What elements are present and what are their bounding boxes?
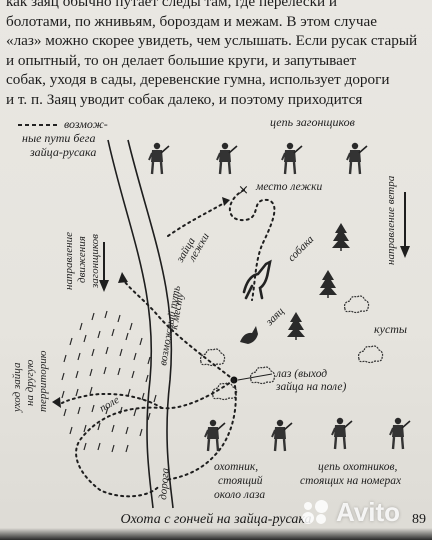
exit-label: уход зайца xyxy=(11,362,23,413)
hare-label: заяц xyxy=(263,305,287,329)
arrow-down-icon xyxy=(400,246,410,258)
legend-text: возмож- xyxy=(64,117,108,131)
hunter-icon xyxy=(330,416,354,451)
beater-icon xyxy=(215,141,239,176)
laz-label: лаз (выход xyxy=(275,368,327,380)
text-line: «лаз» можно скорее увидеть, чем услышать… xyxy=(6,32,418,49)
laz-label: зайца на поле) xyxy=(275,380,346,393)
text-line: как заяц обычно путает следы там, где пе… xyxy=(6,0,338,10)
hunter-icon xyxy=(270,418,294,453)
hunters-chain-label: стоящих на номерах xyxy=(300,475,402,487)
hare-icon xyxy=(240,326,258,344)
beaters-direction-label: направление xyxy=(63,232,75,290)
tree-icon xyxy=(286,311,306,341)
dog-icon xyxy=(242,259,272,300)
hunters-chain-label: цепь охотников, xyxy=(318,461,398,473)
hare-path-circle xyxy=(228,189,276,301)
beaters-direction-label: загонщиков xyxy=(89,234,101,289)
tree-icon xyxy=(331,222,351,252)
beater-icon xyxy=(280,141,304,176)
beater-icon xyxy=(147,141,171,176)
arrow-left-icon xyxy=(52,397,61,408)
legend-text: ные пути бега xyxy=(22,131,95,145)
arrow-up-icon xyxy=(118,272,128,283)
text-line: собак, уходя в сады, деревенские гумна, … xyxy=(6,71,390,88)
text-line: болотами, по жнивьям, бороздам и межам. … xyxy=(6,12,377,30)
beater-icon xyxy=(345,141,369,176)
hunter-near-label: охотник, xyxy=(214,461,258,473)
avito-watermark: Avito xyxy=(300,497,400,528)
arrow-down-icon xyxy=(99,280,109,292)
text-line: и опытный, то он делает большие круги, и… xyxy=(6,51,357,69)
legend-text: зайца-русака xyxy=(29,145,96,159)
laz-leader-line xyxy=(237,373,273,381)
figure-caption: Охота с гончей на зайца-русака xyxy=(120,512,312,527)
road-label: дорога xyxy=(157,467,172,500)
tree-icon xyxy=(318,269,338,299)
field-label: поле xyxy=(98,394,122,415)
hunter-near-label: стоящий xyxy=(218,474,263,487)
hare-escape-paths xyxy=(61,277,237,498)
hunter-icon xyxy=(388,416,412,451)
hunter-near-label: около лаза xyxy=(214,489,265,501)
exit-label: на другую xyxy=(24,359,36,406)
body-text: как заяц обычно путает следы там, где пе… xyxy=(6,0,430,109)
road-edge-right xyxy=(127,139,174,509)
page-number: 89 xyxy=(412,512,426,527)
text-line: и т. п. Заяц уводит собак далеко, и поэт… xyxy=(6,90,363,108)
arrow-icon xyxy=(222,197,230,206)
dog-label: собака xyxy=(286,233,317,264)
bush-icon xyxy=(357,345,384,364)
lair-label: место лежки xyxy=(255,181,323,193)
field-area xyxy=(61,310,157,453)
beaters-chain-label: цепь загонщиков xyxy=(270,115,355,129)
exit-label: территорию xyxy=(37,350,49,412)
road-edge-left xyxy=(107,139,154,509)
avito-logo-icon xyxy=(300,498,330,528)
wind-direction-label: направление ветра xyxy=(385,175,397,265)
bushes-label: кусты xyxy=(374,322,407,336)
path-to-lair xyxy=(167,201,227,237)
avito-watermark-text: Avito xyxy=(336,497,401,527)
beaters-direction-label: движения xyxy=(76,236,88,283)
bush-icon xyxy=(343,295,370,314)
page-edge-shadow xyxy=(0,528,432,540)
